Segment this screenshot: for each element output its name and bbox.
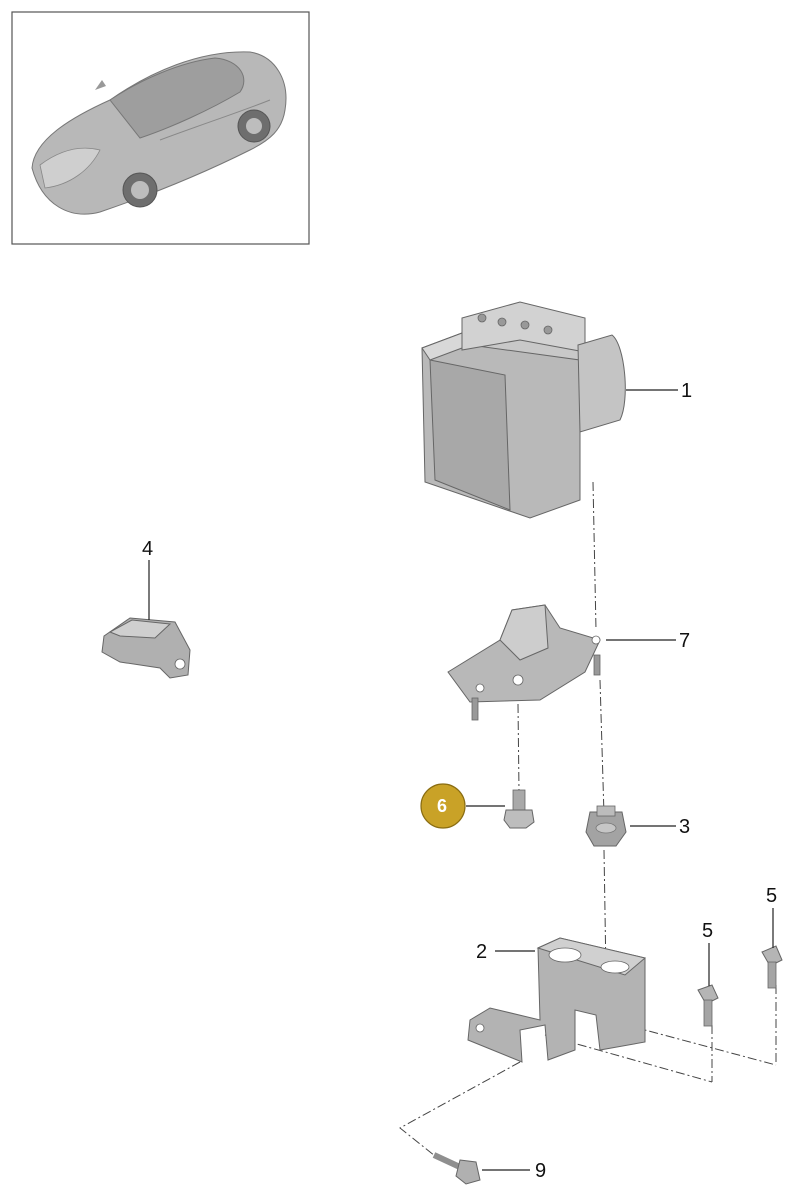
callout-7: 7 [679,630,690,652]
callout-9: 9 [535,1160,546,1182]
callout-1: 1 [681,380,692,402]
callout-4: 4 [142,538,153,560]
bolt-part-9 [432,1152,481,1185]
leader-lines [148,389,774,1171]
car-illustration [31,51,287,215]
rubber-mount [585,805,627,847]
sensor-module [101,617,191,679]
abs-hydraulic-unit [421,301,626,519]
highlight-badge-6[interactable] [420,783,466,829]
callout-5a: 5 [702,920,713,942]
callout-5b: 5 [766,885,777,907]
callout-labels: 1 2 3 4 5 5 6 7 9 [142,380,777,1182]
bolt-part-5-right [761,945,783,989]
vehicle-thumbnail [11,11,310,245]
lower-bracket [467,937,647,1063]
callout-2: 2 [476,941,487,963]
mounting-bracket [447,604,601,721]
screw-part-6 [503,789,535,829]
callout-3: 3 [679,816,690,838]
bolt-part-5-left [697,984,719,1027]
callout-6: 6 [437,796,447,816]
